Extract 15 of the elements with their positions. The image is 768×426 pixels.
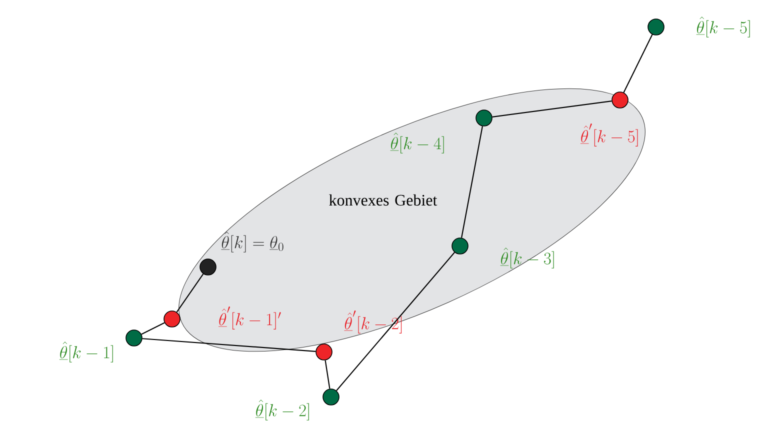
connecting-line xyxy=(324,360,330,389)
point-label: $\underline{\hat{\theta}}[k-4]$ xyxy=(390,132,444,154)
point-label: $\underline{\hat{\theta}}[k-2]$ xyxy=(255,400,309,420)
connecting-line xyxy=(492,100,612,118)
point-label: $\underline{\hat{\theta}}[k-1]$ xyxy=(59,342,113,362)
connecting-line xyxy=(142,338,316,352)
connecting-line xyxy=(623,34,653,93)
point-label: $\underline{\hat{\theta}}'[k-5]$ xyxy=(580,124,638,146)
connecting-line xyxy=(461,126,483,238)
point-label: $\underline{\hat{\theta}}'[k-1]'$ xyxy=(218,306,281,330)
connecting-line xyxy=(336,252,455,391)
point-label: $\underline{\hat{\theta}}[k-5]$ xyxy=(696,16,750,38)
point-label: $\underline{\hat{\theta}}[k] = \underline{\theta}_0$ xyxy=(221,232,284,252)
connecting-line xyxy=(176,274,204,312)
connecting-line xyxy=(141,322,165,335)
